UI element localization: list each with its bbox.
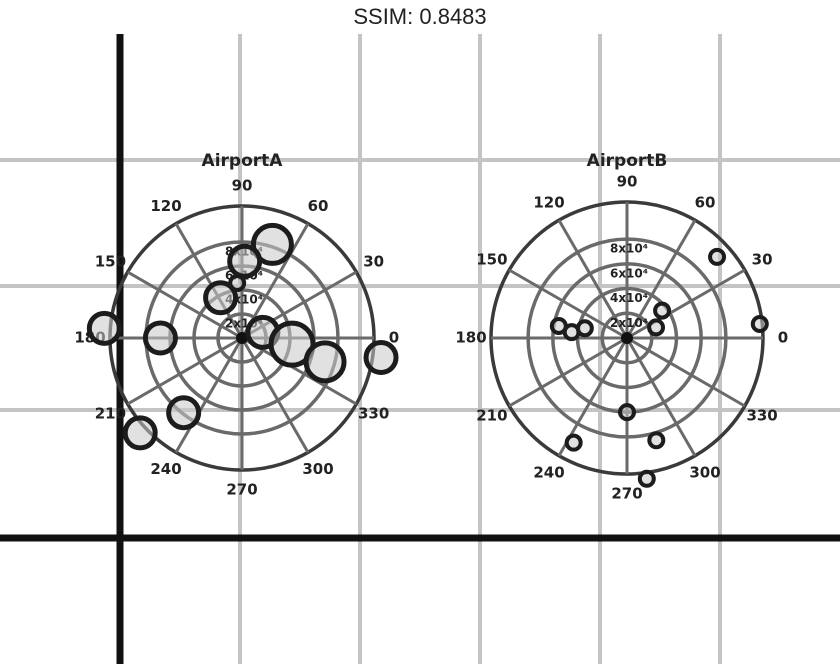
radial-tick-label: 4x10⁴ [610, 291, 648, 305]
polar-title-airporta: AirportA [202, 151, 284, 171]
polar-plot-airport-a: 03060901201501802102402703003302x10⁴4x10… [74, 151, 399, 499]
angular-tick-label: 300 [689, 464, 720, 482]
angular-tick-label: 240 [150, 460, 181, 478]
radial-tick-label: 8x10⁴ [610, 242, 648, 256]
angular-tick-label: 240 [533, 464, 564, 482]
angular-grid-line [557, 219, 629, 339]
angular-grid-line [240, 337, 310, 454]
angular-tick-label: 300 [302, 460, 333, 478]
angular-grid-line [126, 270, 243, 340]
data-point [750, 315, 769, 334]
angular-tick-label: 90 [617, 173, 638, 191]
polar-title-airportb: AirportB [587, 151, 668, 171]
background-grid [0, 34, 840, 664]
angular-tick-label: 60 [695, 193, 716, 211]
angular-grid-line [626, 336, 746, 408]
angular-grid-line [174, 337, 244, 454]
angular-tick-label: 210 [476, 407, 507, 425]
data-point [363, 340, 399, 376]
data-point [250, 222, 294, 266]
angular-grid-line [625, 219, 697, 339]
figure-title: SSIM: 0.8483 [353, 4, 487, 29]
radial-tick-label: 2x10⁴ [610, 316, 648, 330]
angular-tick-label: 0 [389, 329, 399, 347]
angular-tick-label: 330 [746, 407, 777, 425]
angular-grid-line [508, 336, 628, 408]
angular-tick-label: 30 [752, 251, 773, 269]
data-point [647, 431, 666, 450]
angular-tick-label: 120 [533, 193, 564, 211]
polar-center [621, 332, 633, 344]
angular-tick-label: 120 [150, 197, 181, 215]
angular-grid-line [174, 222, 244, 339]
angular-grid-line [626, 268, 746, 340]
angular-tick-label: 30 [363, 253, 384, 271]
angular-tick-label: 60 [308, 197, 329, 215]
data-point [647, 318, 666, 337]
data-point [86, 310, 122, 346]
polar-center [236, 332, 248, 344]
angular-tick-label: 90 [232, 177, 253, 195]
data-point [203, 280, 239, 316]
data-point [166, 395, 202, 431]
data-point [637, 469, 656, 488]
data-point [227, 243, 263, 279]
background-axes [0, 34, 840, 664]
polar-plot-airport-b: 0 30 60 90 120 150 180 210 240 270 300 330 2x10⁴ 4x10… [455, 151, 788, 503]
radial-tick-label: 6x10⁴ [610, 266, 648, 280]
angular-grid-line [508, 268, 628, 340]
data-point [708, 247, 727, 266]
angular-tick-label: 270 [611, 485, 642, 503]
angular-grid-line [126, 336, 243, 406]
data-point [303, 340, 347, 384]
data-point [122, 415, 158, 451]
angular-tick-label: 150 [476, 251, 507, 269]
angular-tick-label: 180 [455, 329, 486, 347]
data-point [142, 320, 178, 356]
data-point [564, 433, 583, 452]
angular-grid-line [625, 337, 697, 457]
data-point [653, 301, 672, 320]
angular-tick-label: 150 [95, 253, 126, 271]
data-point [575, 319, 594, 338]
data-point [618, 403, 636, 422]
angular-tick-label: 330 [358, 405, 389, 423]
angular-tick-label: 270 [226, 481, 257, 499]
angular-tick-label: 0 [778, 329, 788, 347]
angular-tick-label: 210 [95, 405, 126, 423]
